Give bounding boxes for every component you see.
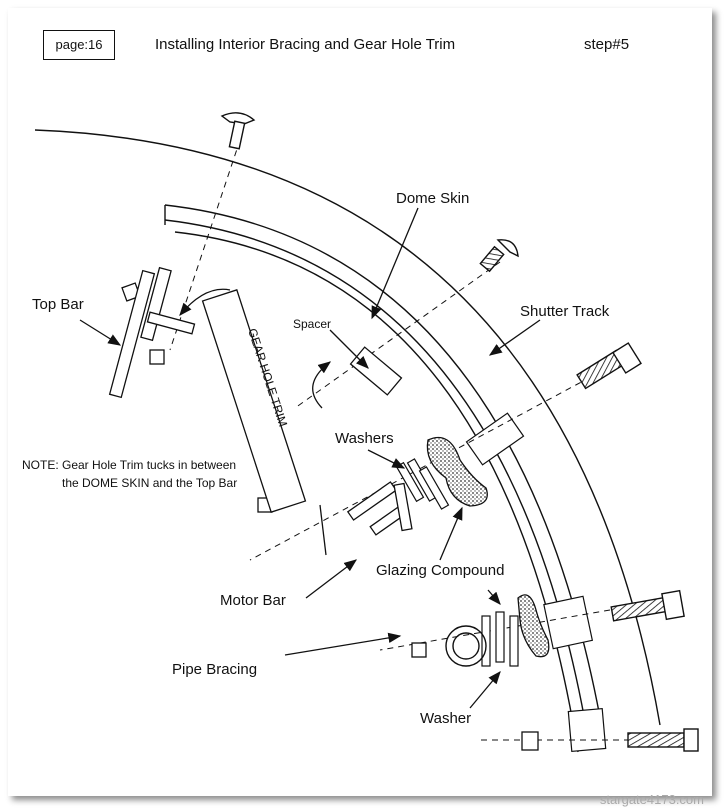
nut-bottom	[521, 731, 539, 751]
washers-label: Washers	[335, 430, 394, 447]
dome-outer-arc	[34, 129, 661, 726]
washer-pipe-3	[509, 615, 519, 667]
motor-bar-label: Motor Bar	[220, 592, 286, 609]
page-number: page:16	[43, 30, 115, 60]
glazing-blob-lower	[517, 594, 550, 658]
step-number: step#5	[584, 36, 630, 53]
bolt-middle	[610, 589, 685, 622]
screw-top	[220, 112, 256, 150]
gear-hole-trim-part	[201, 289, 327, 556]
glazing-compound-label: Glazing Compound	[376, 562, 505, 579]
note-line-2: the DOME SKIN and the Top Bar	[62, 476, 238, 490]
gear-hole-trim-note: NOTE: Gear Hole Trim tucks in between th…	[22, 456, 237, 492]
motor-bar-part	[346, 481, 413, 536]
page-frame	[8, 8, 712, 796]
bolt-upper	[576, 342, 642, 390]
bolt-lower	[627, 728, 699, 752]
nut-top-bar-lower	[149, 349, 165, 365]
washer-3	[418, 466, 450, 510]
top-bar-label: Top Bar	[32, 296, 84, 313]
note-line-1: NOTE: Gear Hole Trim tucks in between	[22, 458, 237, 472]
spacer-label: Spacer	[293, 317, 332, 331]
nut-pipe	[411, 642, 427, 658]
screw-middle	[479, 239, 519, 273]
pipe-bracing-label: Pipe Bracing	[172, 661, 258, 678]
glazing-blob-upper	[426, 436, 488, 507]
spacer-part	[349, 346, 403, 396]
shutter-track-label: Shutter Track	[520, 303, 610, 320]
track-block-lower	[543, 595, 594, 650]
page-title: Installing Interior Bracing and Gear Hol…	[155, 36, 456, 53]
dome-skin-label: Dome Skin	[396, 190, 470, 207]
top-bar-part	[108, 266, 196, 399]
track-block-bottom	[567, 707, 607, 753]
track-block-upper	[465, 412, 525, 466]
washer-label: Washer	[420, 710, 472, 727]
washer-pipe-2	[495, 611, 505, 663]
watermark: stargate4173.com	[599, 792, 704, 807]
pipe-bracing-part	[445, 625, 487, 667]
